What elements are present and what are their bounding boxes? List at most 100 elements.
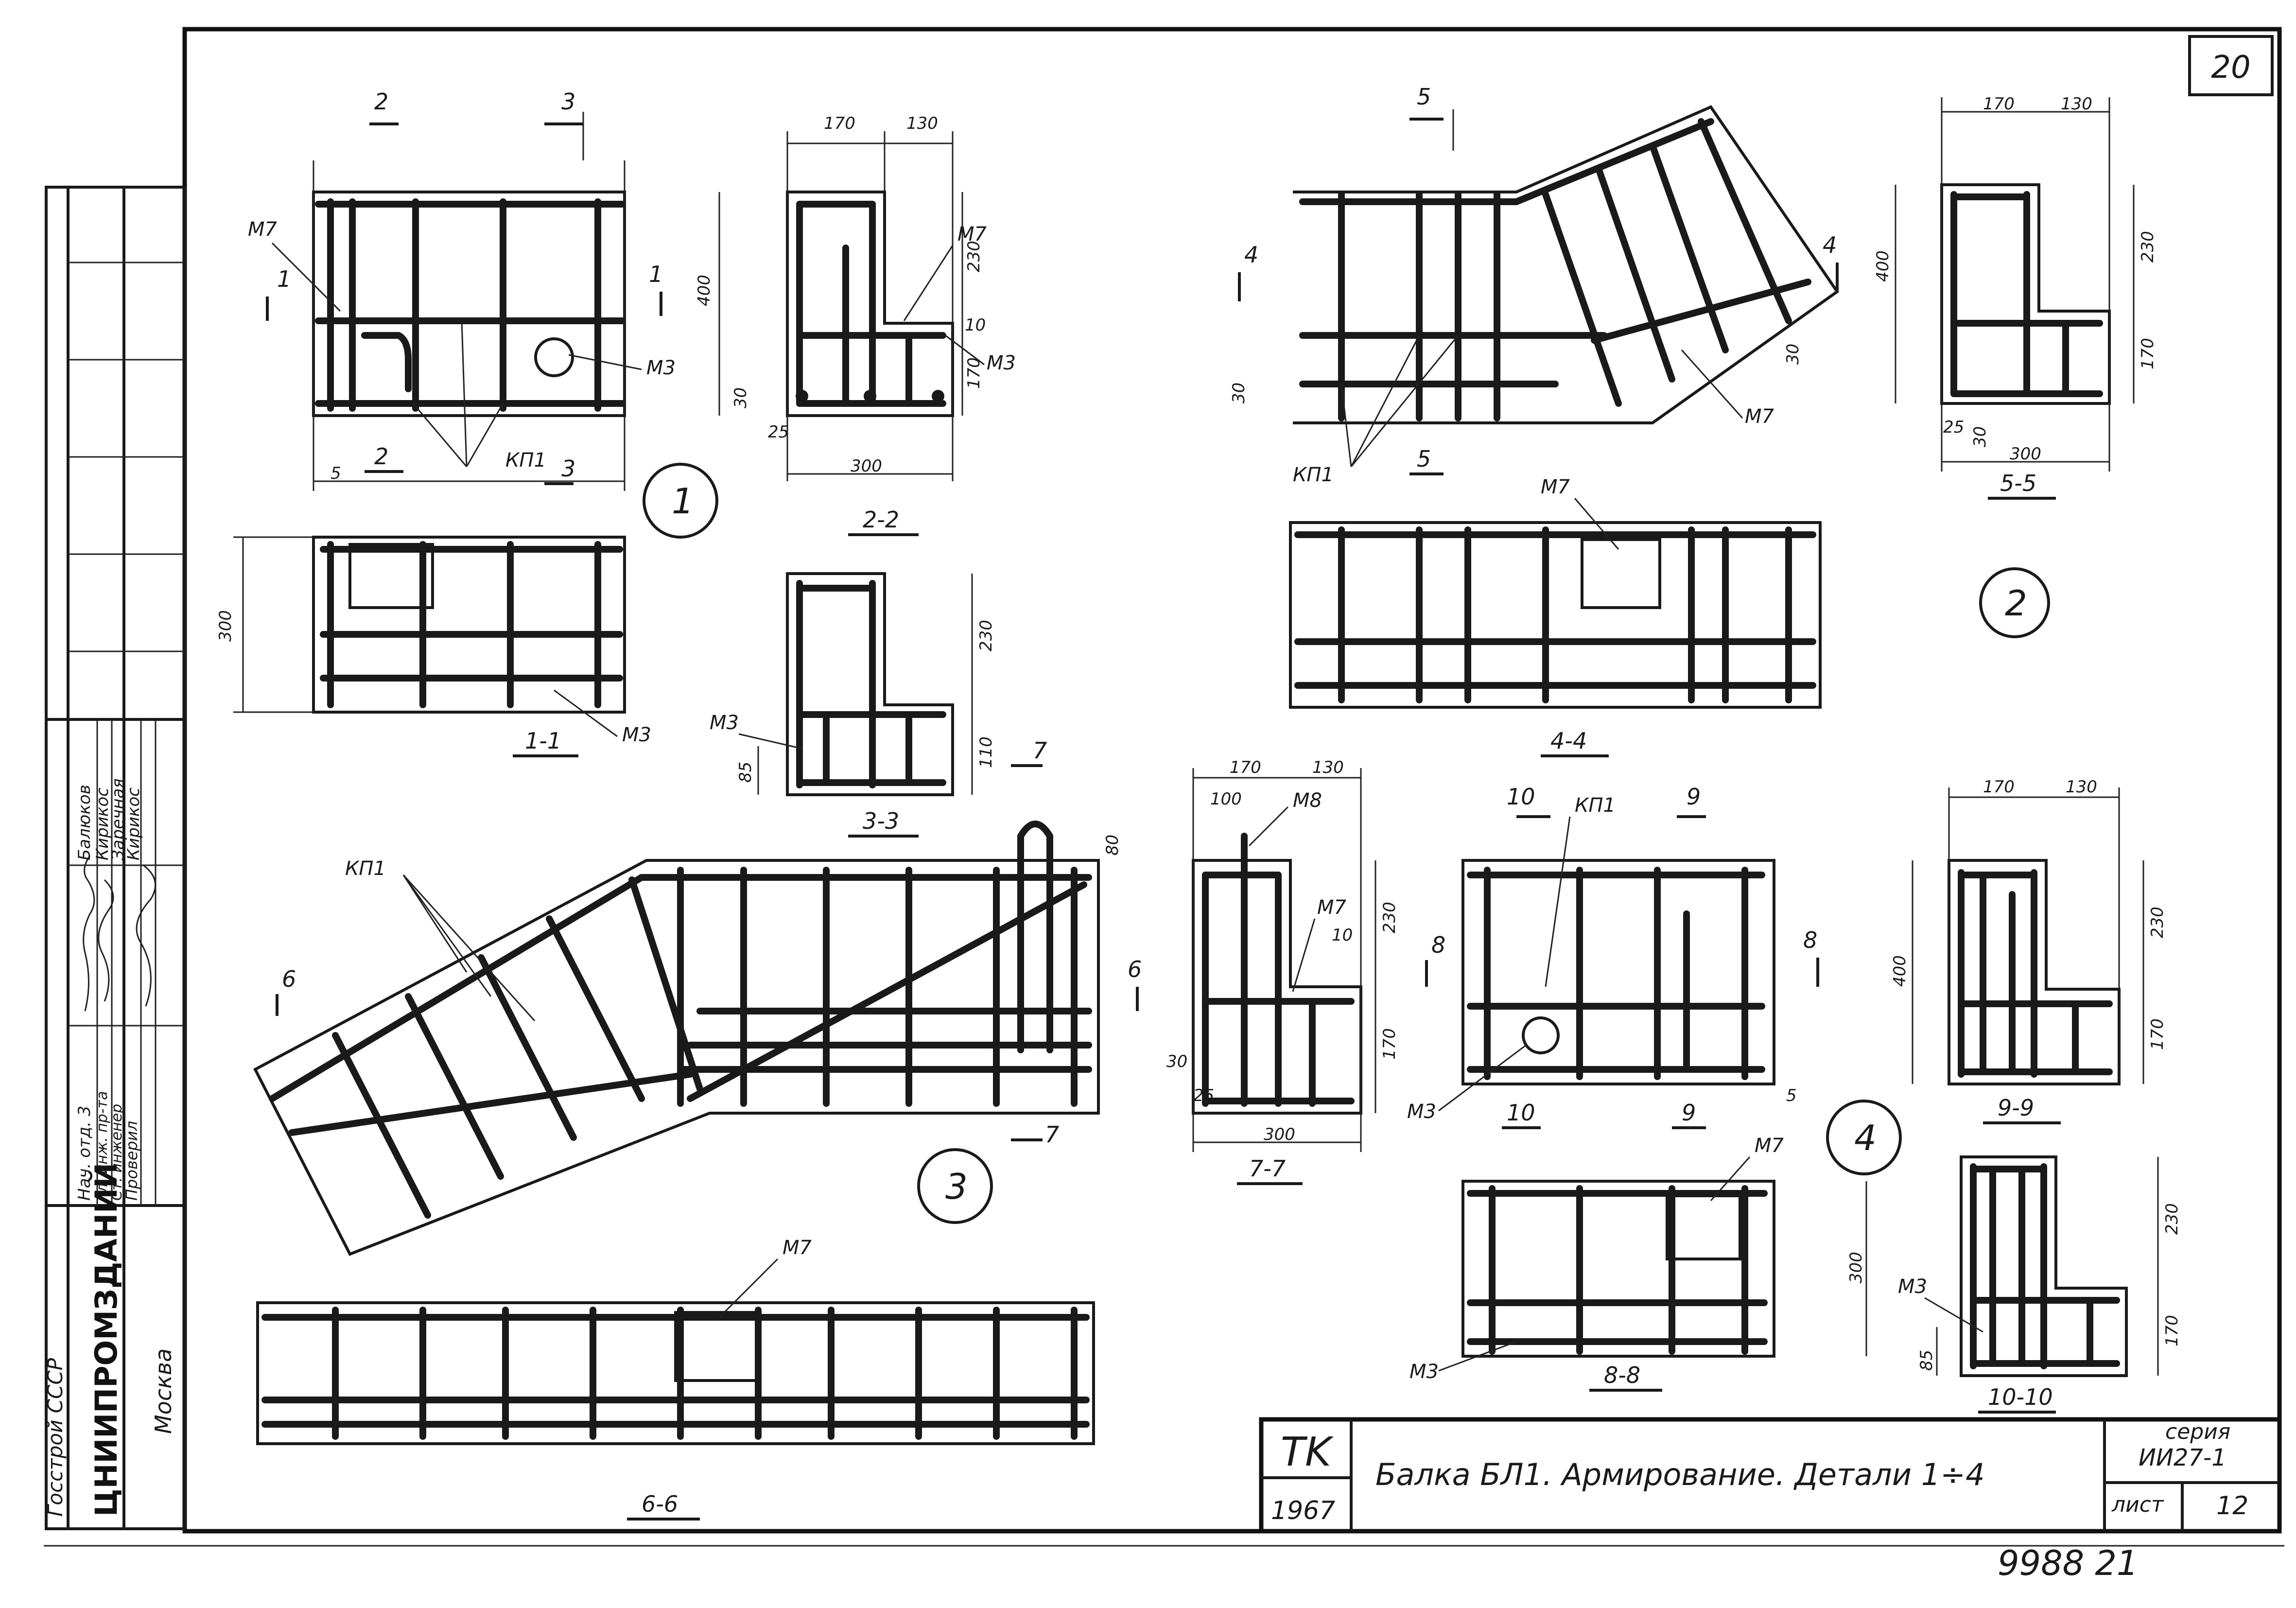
label-m7-s22: М7	[957, 223, 987, 245]
section-1-1	[233, 536, 626, 714]
detail-4-number: 4	[1854, 1118, 1877, 1158]
cut-mark-9-top: 9	[1687, 784, 1701, 810]
drawing-title: Балка БЛ1. Армирование. Детали 1÷4	[1375, 1457, 1985, 1492]
sheet-number-box	[2188, 35, 2274, 96]
label-kp1-d4: КП1	[1575, 794, 1616, 817]
series-label: серия	[2165, 1419, 2230, 1444]
dim-25-s77: 25	[1193, 1086, 1214, 1105]
section-4-4	[1289, 521, 1822, 709]
detail-1-elevation	[312, 160, 626, 491]
section-9-9	[1912, 787, 2144, 1085]
dim-300-s55: 300	[2010, 444, 2041, 464]
signature-1	[83, 855, 95, 1012]
dim-230-s22: 230	[964, 241, 984, 272]
section-label-6-6: 6-6	[642, 1491, 678, 1517]
stamp-city: Москва	[150, 1348, 176, 1434]
dim-400-s22: 400	[695, 275, 714, 306]
detail-3-elevation	[253, 821, 1100, 1256]
label-kp1-d3: КП1	[345, 857, 386, 880]
dim-170-s22: 170	[824, 114, 855, 133]
cut-mark-9-bottom: 9	[1682, 1100, 1696, 1126]
detail-1-circle	[643, 463, 718, 539]
label-m3-d1: М3	[646, 357, 676, 379]
cut-mark-1-left: 1	[277, 266, 291, 292]
label-kp1-d1: КП1	[505, 449, 546, 472]
section-label-7-7: 7-7	[1249, 1155, 1286, 1182]
dim-30-s55: 30	[1970, 426, 1990, 447]
list-label: лист	[2111, 1492, 2164, 1517]
dim-170-s55: 170	[1983, 94, 2015, 114]
dim-170-s99: 170	[1983, 777, 2015, 797]
label-m7-d1: М7	[248, 218, 278, 241]
stamp-org-name: ЦНИИПРОМЗДАНИЙ	[88, 1163, 124, 1517]
detail-2-number: 2	[2005, 583, 2027, 624]
dim-30-d2-left: 30	[1229, 383, 1249, 403]
stamp-role-3: Ст. инженер	[108, 1104, 125, 1201]
label-m3-s88: М3	[1409, 1361, 1439, 1383]
side-stamp: Госстрой СССР ЦНИИПРОМЗДАНИЙ Москва Нач.…	[43, 186, 186, 1530]
cut-mark-6-left: 6	[282, 966, 296, 992]
detail-1-number: 1	[672, 481, 694, 522]
section-3-3	[757, 572, 973, 796]
stamp-name-4: Кирикос	[124, 787, 143, 860]
dim-30-s22: 30	[731, 387, 750, 408]
dim-10-s77: 10	[1332, 926, 1353, 945]
dim-5-d1: 5	[330, 464, 341, 483]
detail-4-elevation	[1461, 859, 1775, 1085]
cut-mark-1-right: 1	[649, 261, 663, 287]
label-m7-s88: М7	[1755, 1135, 1784, 1157]
label-m7-s77: М7	[1317, 896, 1347, 919]
dim-10-s22: 10	[965, 315, 986, 335]
dim-130-s77: 130	[1312, 758, 1344, 777]
dim-300-s77: 300	[1264, 1125, 1295, 1144]
detail-4-circle	[1826, 1100, 1902, 1175]
dim-230-s55: 230	[2138, 231, 2157, 262]
cut-mark-2-bottom: 2	[374, 443, 388, 470]
cut-mark-3-bottom: 3	[561, 455, 575, 482]
label-m3-s22: М3	[987, 352, 1016, 374]
cut-mark-8-right: 8	[1803, 927, 1817, 953]
label-m8-s77: М8	[1293, 789, 1322, 812]
sheet-number: 20	[2211, 50, 2250, 86]
label-m7-s66: М7	[783, 1237, 812, 1259]
sheet-frame	[182, 27, 2282, 1534]
dim-230-s1010: 230	[2162, 1203, 2182, 1235]
detail-2-circle	[1979, 567, 2050, 638]
section-label-5-5: 5-5	[2000, 470, 2036, 496]
dim-100-s77: 100	[1210, 789, 1242, 809]
dim-170v-s77: 170	[1380, 1028, 1399, 1060]
section-6-6	[256, 1301, 1095, 1445]
section-label-1-1: 1-1	[525, 728, 561, 754]
label-m3-s33: М3	[710, 712, 739, 734]
dim-130-s22: 130	[906, 114, 938, 133]
section-5-5	[1895, 97, 2135, 472]
section-8-8	[1461, 1180, 1867, 1358]
detail-2-elevation	[1293, 105, 1840, 424]
dim-230-s77: 230	[1380, 902, 1399, 933]
dim-130-s55: 130	[2061, 94, 2092, 114]
section-label-2-2: 2-2	[863, 507, 899, 533]
dim-230-s99: 230	[2148, 907, 2167, 938]
dim-80-d3: 80	[1103, 835, 1122, 856]
title-year: 1967	[1271, 1496, 1335, 1525]
dim-30-d2-right: 30	[1783, 344, 1803, 365]
cut-mark-6-right: 6	[1128, 956, 1142, 982]
label-m7-d2: М7	[1745, 405, 1774, 428]
cut-mark-4-right: 4	[1823, 232, 1837, 258]
stamp-role-4: Проверил	[122, 1121, 141, 1201]
stamp-name-1: Балюков	[75, 785, 94, 860]
cut-mark-7-d3: 7	[1045, 1121, 1059, 1148]
dim-170v-s1010: 170	[2162, 1315, 2182, 1346]
signature-3	[136, 864, 157, 1007]
dim-30-s77: 30	[1166, 1052, 1187, 1071]
cut-mark-3-top: 3	[561, 88, 575, 115]
label-m3-s11: М3	[622, 724, 651, 746]
dim-5-d4: 5	[1786, 1086, 1797, 1105]
dim-170v-s99: 170	[2148, 1018, 2167, 1050]
section-10-10	[1936, 1155, 2159, 1377]
cut-mark-5-top: 5	[1417, 84, 1431, 110]
dim-110-s33: 110	[976, 736, 996, 768]
label-m3-s1010: М3	[1898, 1276, 1927, 1298]
section-label-9-9: 9-9	[1998, 1095, 2034, 1121]
